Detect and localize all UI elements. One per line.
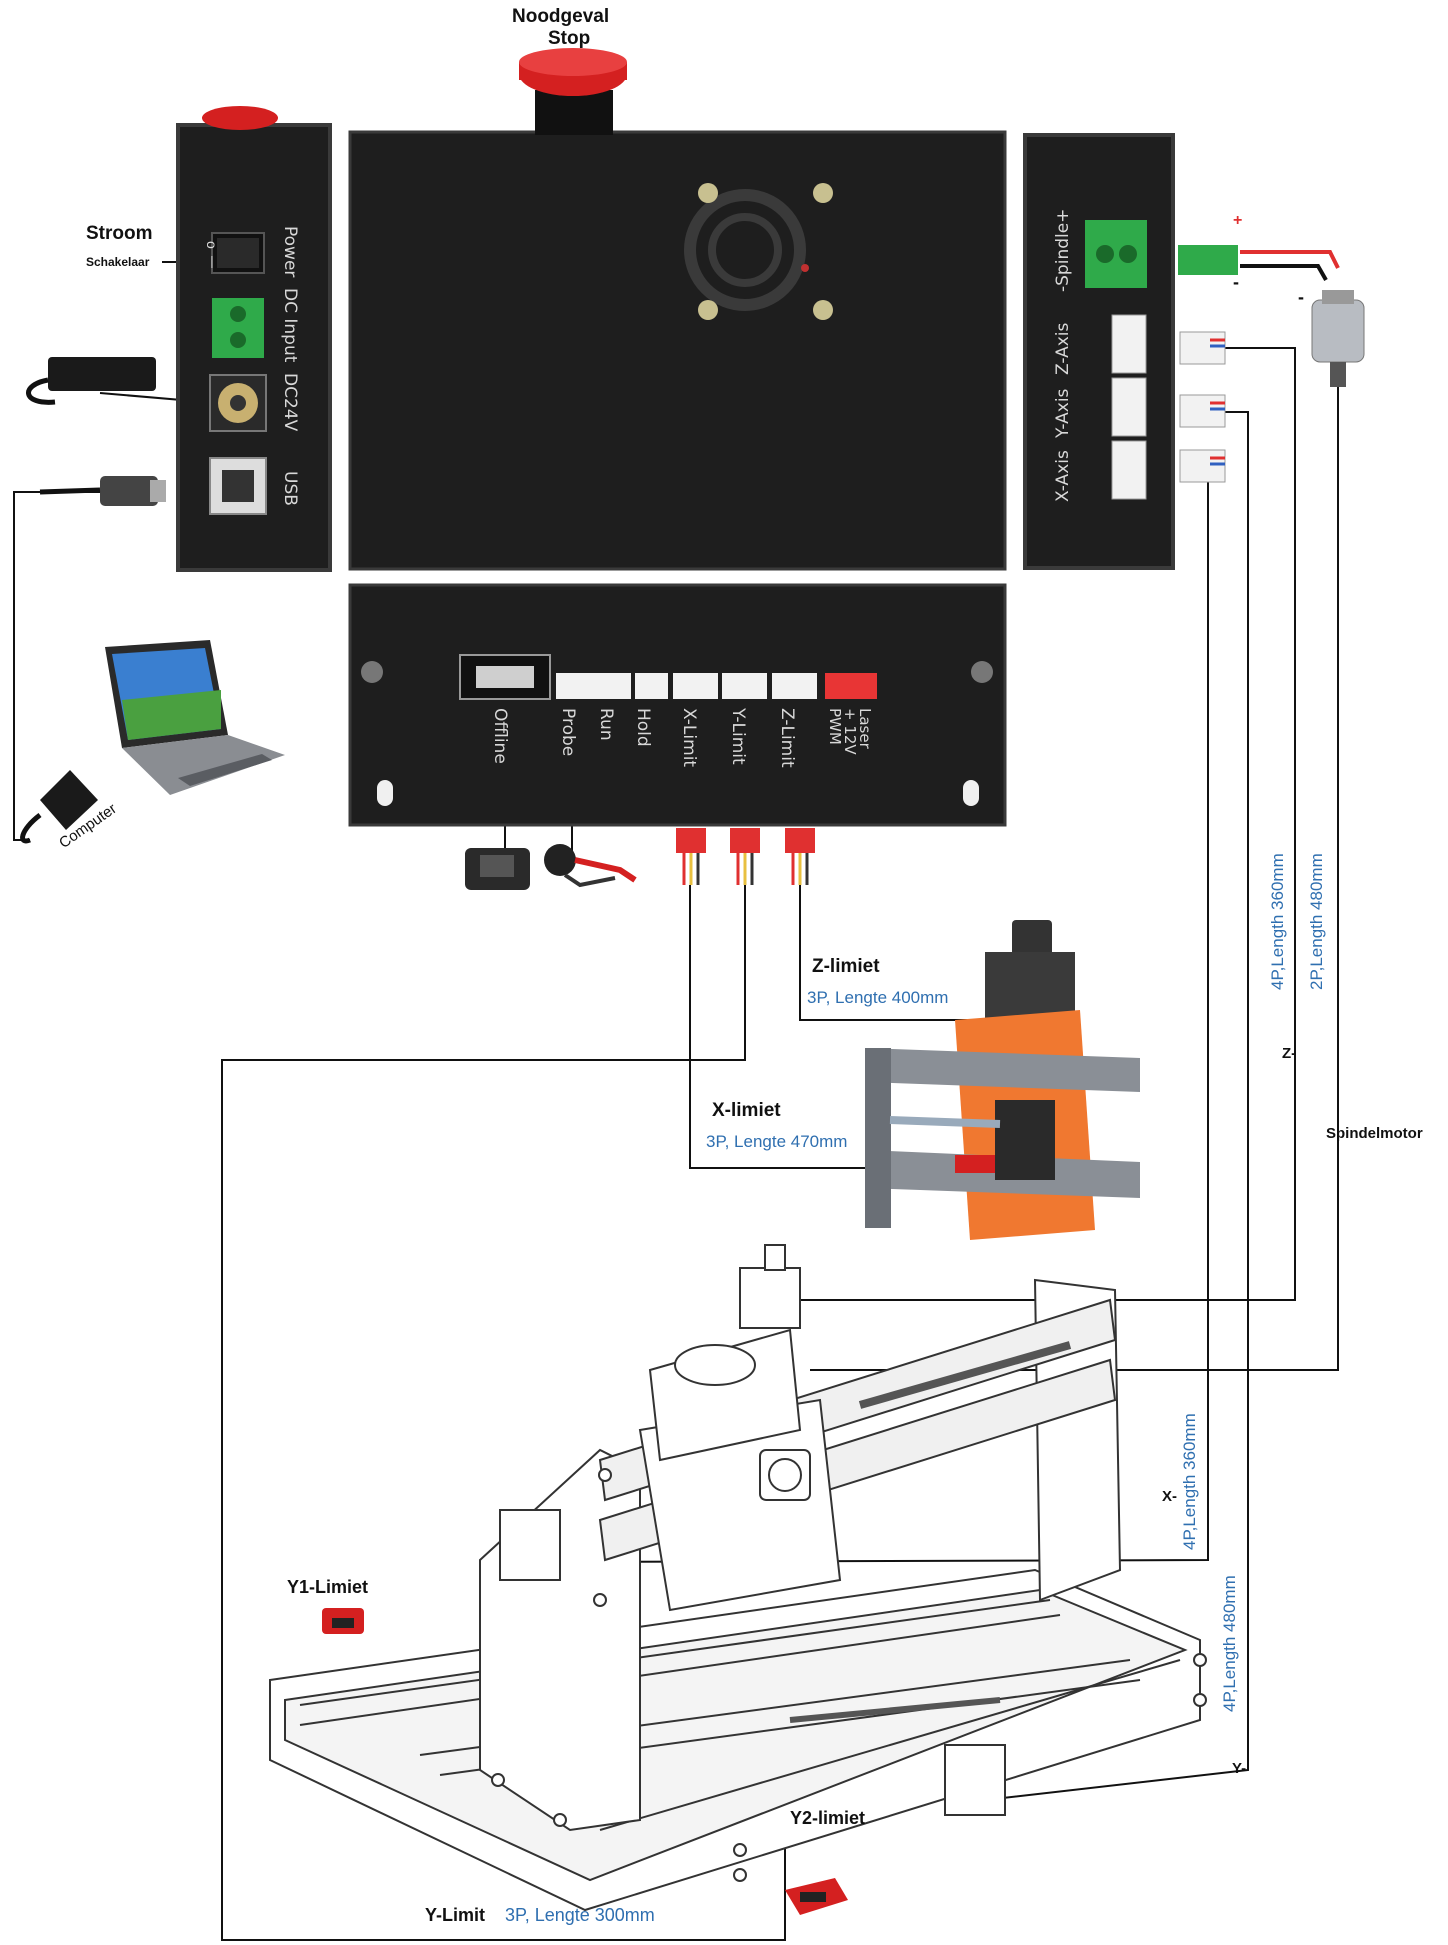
x-limit-title: X-limiet: [712, 1100, 781, 1121]
right-panel-z-axis-label: Z-Axis: [1053, 322, 1073, 375]
hold-port: [635, 673, 668, 699]
laptop: [20, 640, 285, 844]
port-label-x-limit: X-Limit: [679, 708, 699, 768]
probe-accessory: [544, 844, 637, 888]
spindle-terminal: [1085, 220, 1147, 288]
port-label-y-limit: Y-Limit: [728, 708, 748, 765]
plus-marker: +: [1233, 212, 1243, 229]
offline-controller: [465, 848, 530, 890]
run-port: [598, 673, 631, 699]
top-panel: [348, 48, 1007, 571]
z-limit-wire: [799, 885, 975, 1021]
y-limit-wire: [221, 885, 786, 1941]
spindle-power-wires: [1240, 250, 1340, 281]
left-panel-dc-input-label: DC Input: [280, 288, 300, 363]
cable-spindle-length: 2P,Length 480mm: [1307, 853, 1326, 990]
minus-marker-b: -: [1298, 287, 1304, 307]
y1-limit-label: Y1-Limiet: [287, 1577, 369, 1597]
right-connectors: [1178, 245, 1238, 483]
y-axis-port: [1111, 377, 1147, 437]
x-limit-spec: 3P, Lengte 470mm: [706, 1132, 848, 1151]
left-stop-cap: [202, 106, 278, 130]
spindle-motor: [1311, 290, 1365, 387]
bottom-panel: [348, 583, 1007, 827]
switch-mark-off: o: [204, 241, 220, 249]
power-switch-label-line2: Schakelaar: [86, 255, 150, 269]
power-switch-label-line1: Stroom: [86, 223, 153, 244]
switch-mark-on: —: [206, 256, 220, 268]
y1-limit-switch: [322, 1608, 364, 1634]
port-label-offline: Offline: [490, 708, 510, 764]
right-panel-y-axis-label: Y-Axis: [1053, 388, 1073, 438]
y-axis-motor-wire: [984, 411, 1249, 1801]
probe-port: [556, 673, 598, 699]
port-label-probe: Probe: [558, 708, 578, 757]
usb-plug: [39, 476, 166, 506]
port-label-hold: Hold: [633, 708, 653, 747]
z-limit-spec: 3P, Lengte 400mm: [807, 988, 949, 1007]
emergency-stop-label-line1: Noodgeval: [512, 6, 610, 27]
cable-z-axis-length: 4P,Length 360mm: [1268, 853, 1287, 990]
right-panel-x-axis-label: X-Axis: [1053, 450, 1073, 502]
z-axis-port: [1111, 314, 1147, 374]
gantry-right-plate: [1033, 1278, 1122, 1602]
emergency-stop-base: [535, 90, 613, 135]
cnc-machine: [269, 1244, 1207, 1912]
x-limit-port: [673, 673, 718, 699]
y-limit-title: Y-Limit: [425, 1905, 486, 1925]
z-minus-label: Z-: [1282, 1045, 1297, 1062]
left-panel: [176, 106, 332, 572]
x-limit-wire: [689, 885, 870, 1169]
left-panel-usb-label: USB: [280, 471, 300, 506]
y-limit-spec: 3P, Lengte 300mm: [505, 1905, 655, 1925]
gantry-left-plate: [479, 1448, 641, 1832]
x-minus-label: X-: [1162, 1488, 1177, 1505]
minus-marker-a: -: [1233, 272, 1239, 292]
port-label-laser: Laser + 12V PWM: [826, 708, 874, 755]
right-panel: [1023, 133, 1175, 570]
right-panel-spindle-label: -Spindle+: [1053, 208, 1073, 292]
emergency-stop-label-line2: Stop: [548, 28, 591, 49]
z-motor: [739, 1267, 801, 1329]
fan-grille: [684, 189, 806, 311]
z-limit-title: Z-limiet: [812, 956, 880, 977]
left-panel-dc24v-label: DC24V: [280, 373, 300, 432]
port-label-z-limit: Z-Limit: [777, 708, 797, 768]
power-adapter: [26, 357, 156, 405]
spindle-motor-label: Spindelmotor: [1326, 1125, 1423, 1142]
cable-y-axis-length: 4P,Length 480mm: [1220, 1575, 1239, 1712]
port-label-run: Run: [596, 708, 616, 741]
left-panel-power-label: Power: [280, 226, 300, 278]
x-motor: [499, 1509, 561, 1581]
z-axis-assembly: [865, 920, 1140, 1240]
y2-limit-switch: [785, 1878, 848, 1915]
x-axis-port: [1111, 440, 1147, 500]
cable-x-axis-length: 4P,Length 360mm: [1180, 1413, 1199, 1550]
laser-port: [825, 673, 877, 699]
y2-limit-label: Y2-limiet: [790, 1808, 866, 1828]
y-minus-label: Y-: [1232, 1760, 1247, 1777]
z-limit-port: [772, 673, 817, 699]
y-motor: [944, 1744, 1006, 1816]
y-limit-port: [722, 673, 767, 699]
limit-connectors: [676, 828, 815, 885]
